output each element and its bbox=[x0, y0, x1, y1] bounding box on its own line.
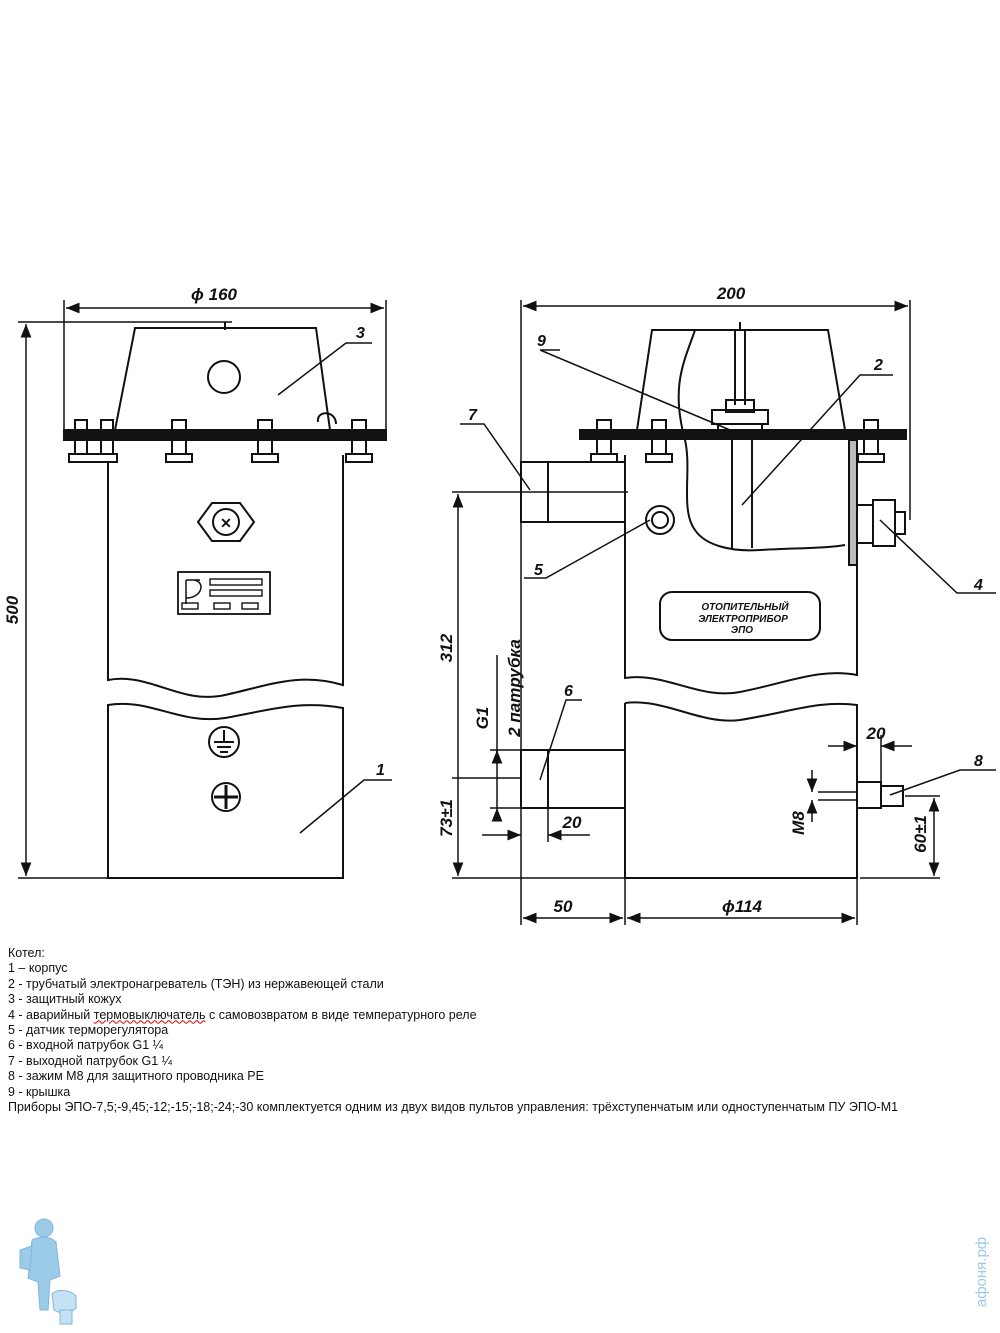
dim-height-500: 500 bbox=[3, 595, 22, 624]
svg-text:✕: ✕ bbox=[220, 515, 232, 531]
callout-9: 9 bbox=[537, 333, 546, 350]
legend-item-start: 4 - аварийный bbox=[8, 1007, 94, 1022]
right-dimensions bbox=[452, 300, 940, 925]
legend-item: 6 - входной патрубок G1 ¼ bbox=[8, 1038, 164, 1053]
dim-height-60: 60±1 bbox=[911, 815, 930, 853]
dim-clamp-20: 20 bbox=[866, 724, 886, 743]
spellcheck-word: термовыключатель bbox=[93, 1007, 206, 1022]
callout-1: 1 bbox=[376, 762, 385, 779]
callout-7: 7 bbox=[468, 407, 478, 424]
callout-2: 2 bbox=[873, 357, 883, 374]
callout-4: 4 bbox=[973, 577, 983, 594]
legend-item: 4 - аварийный термовыключатель с самовоз… bbox=[8, 1008, 993, 1023]
dim-height-73: 73±1 bbox=[437, 799, 456, 837]
watermark: афоня.рф bbox=[19, 1218, 990, 1325]
legend-item: 1 – корпус bbox=[8, 961, 68, 976]
dim-diameter-160: ϕ 160 bbox=[191, 285, 238, 304]
legend-item: 3 - защитный кожух bbox=[8, 992, 122, 1007]
front-view: ✕ bbox=[63, 322, 387, 879]
plate-line-1: ОТОПИТЕЛЬНЫЙ bbox=[701, 600, 789, 613]
legend-item: 5 - датчик терморегулятора bbox=[8, 1023, 169, 1038]
dim-m8: M8 bbox=[789, 811, 808, 835]
dim-width-50: 50 bbox=[554, 897, 573, 916]
legend-item: 2 - трубчатый электронагреватель (ТЭН) и… bbox=[8, 976, 384, 991]
legend-item: 7 - выходной патрубок G1 ¼ bbox=[8, 1053, 173, 1068]
legend-title: Котел: bbox=[8, 946, 45, 960]
watermark-text: афоня.рф bbox=[973, 1237, 990, 1307]
callout-8: 8 bbox=[974, 753, 983, 770]
legend-item-end: с самовозвратом в виде температурного ре… bbox=[205, 1007, 477, 1022]
legend: Котел: 1 – корпус 2 - трубчатый электрон… bbox=[8, 946, 993, 1115]
legend-note: Приборы ЭПО-7,5;-9,45;-12;-15;-18;-24;-3… bbox=[8, 1100, 899, 1115]
left-dimensions bbox=[18, 300, 387, 879]
legend-item: 9 - крышка bbox=[8, 1084, 71, 1099]
side-view bbox=[520, 322, 907, 879]
dim-width-200: 200 bbox=[716, 284, 746, 303]
plate-line-3: ЭПО bbox=[731, 625, 753, 636]
leader-lines bbox=[277, 342, 996, 834]
callout-5: 5 bbox=[534, 562, 544, 579]
dim-height-312: 312 bbox=[437, 633, 456, 662]
callout-6: 6 bbox=[564, 683, 573, 700]
dim-diameter-114: ϕ114 bbox=[722, 897, 763, 916]
plumber-logo-icon bbox=[19, 1218, 77, 1325]
plate-line-2: ЭЛЕКТРОПРИБОР bbox=[698, 614, 788, 625]
technical-drawing: ✕ bbox=[3, 284, 996, 925]
dim-g1: G1 bbox=[473, 707, 492, 730]
legend-item: 8 - зажим М8 для защитного проводника РЕ bbox=[8, 1069, 264, 1084]
dim-two-pipes: 2 патрубка bbox=[505, 639, 524, 738]
dim-pipe-20: 20 bbox=[562, 813, 582, 832]
callout-3: 3 bbox=[356, 325, 365, 342]
